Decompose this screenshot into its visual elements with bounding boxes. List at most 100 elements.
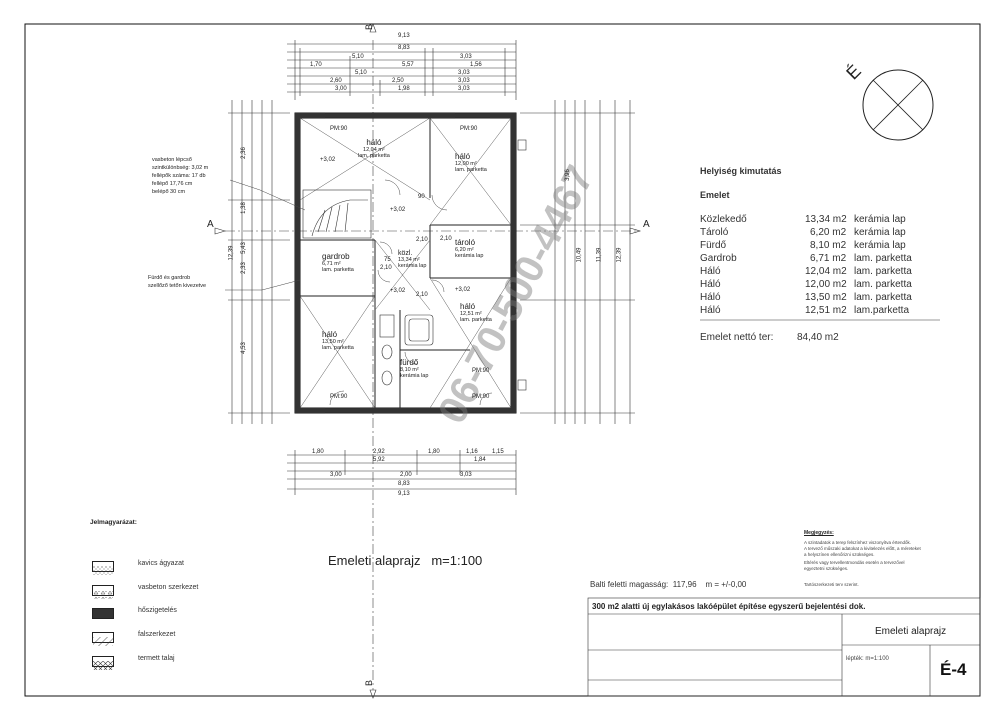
section-label-bottom: B <box>364 679 375 687</box>
wall-swatch-icon <box>92 632 114 646</box>
title-block <box>587 597 981 697</box>
room-label: közl. 13,34 m² kerámia lap <box>398 250 427 269</box>
level-marker-4: +3,02 <box>390 288 406 294</box>
staircase <box>302 189 372 239</box>
project-title: 300 m2 alatti új egylakásos lakóépület é… <box>592 602 866 611</box>
dim-bot-r3-2: 2,00 <box>400 472 412 478</box>
dim-bot-r1-1: 2,92 <box>373 449 385 455</box>
dim-top-r5-5: 3,03 <box>458 86 470 92</box>
dim-bot-r3-4: 3,03 <box>460 472 472 478</box>
dim-bot-r3-0: 3,00 <box>330 472 342 478</box>
door-height-2: 2,10 <box>380 265 392 271</box>
door-height-3: 2,10 <box>416 292 428 298</box>
dim-top-r2-1: 5,57 <box>402 62 414 68</box>
exterior-walls <box>294 112 517 414</box>
dim-top-r1-2: 3,03 <box>460 54 472 60</box>
dim-top-r4-4: 3,03 <box>458 78 470 84</box>
room-label: fürdő 8,10 m² kerámia lap <box>400 358 429 379</box>
left-dimension-lines <box>228 100 290 424</box>
door-width-2: 75 <box>384 257 391 263</box>
dim-left-3: 2,33 <box>240 262 247 274</box>
elevation-text: Balti feletti magasság: 117,96 m = +/-0,… <box>590 580 747 589</box>
pm-label-4: PM:90 <box>472 368 490 374</box>
notes-line: Tartószerkezeti terv szerint. <box>804 582 859 587</box>
pm-label-5: PM:90 <box>472 394 490 400</box>
sheet-title: Emeleti alaprajz <box>875 626 947 637</box>
section-arrow-top <box>369 23 377 33</box>
dim-left-2: 5,43 <box>240 242 247 254</box>
soil-swatch-icon <box>92 656 114 670</box>
stair-annotation: vasbeton lépcső szintkülönbség: 3,02 m f… <box>152 157 209 195</box>
dim-left-total: 12,39 <box>228 245 235 261</box>
vent-mark <box>517 379 527 391</box>
dim-top-total: 9,13 <box>398 33 410 39</box>
notes-line: A szintadatok a terep felszínhez viszony… <box>804 540 912 545</box>
sheet-scale: lépték: m=1:100 <box>846 656 889 662</box>
door-height-4: 2,10 <box>440 236 452 242</box>
dim-top-inner: 8,83 <box>398 45 410 51</box>
notes-line: A tervező műszaki adatokat a kivitelezés… <box>804 546 921 551</box>
legend-item-wall: falszerkezet <box>92 631 282 646</box>
sheet-number: É-4 <box>940 660 967 679</box>
top-dimension-lines <box>287 40 517 100</box>
dim-top-r4-2: 2,50 <box>392 78 404 84</box>
room-label: háló 12,51 m² lam. parketta <box>460 302 492 323</box>
legend-title: Jelmagyarázat: <box>90 519 137 526</box>
dim-bot-r1-3: 1,16 <box>466 449 478 455</box>
dim-top-r5-1: 3,00 <box>335 86 347 92</box>
schedule-title: Helyiség kimutatás <box>700 166 782 176</box>
dim-top-r1-0: 5,10 <box>352 54 364 60</box>
level-marker-3: +3,02 <box>455 287 471 293</box>
dim-left-4: 4,53 <box>240 342 247 354</box>
dim-bot-r1-2: 1,80 <box>428 449 440 455</box>
dim-bot-total: 9,13 <box>398 491 410 497</box>
legend-item-concrete: vasbeton szerkezet <box>92 584 282 599</box>
vent-annotation: Fürdő és gardrob szellőző tetőn kivezetv… <box>148 275 207 289</box>
plan-title: Emeleti alaprajz m=1:100 <box>328 553 483 568</box>
dim-right-2: 11,39 <box>596 247 603 263</box>
dim-right-0: 3,96 <box>564 169 571 181</box>
pm-label-3: PM:90 <box>330 394 348 400</box>
level-marker-2: +3,02 <box>390 207 406 213</box>
section-arrow-bottom <box>369 689 377 699</box>
sheet-frame <box>24 23 981 697</box>
room-diagonals <box>299 117 512 409</box>
notes-title: Megjegyzés: <box>804 530 834 536</box>
north-arrow-icon <box>862 69 934 141</box>
level-marker-1: +3,02 <box>320 157 336 163</box>
door-swings <box>329 179 493 406</box>
dim-top-r3-3: 3,03 <box>458 70 470 76</box>
dim-left-0: 2,36 <box>240 147 247 159</box>
section-label-top: B <box>364 23 375 31</box>
schedule-total-label: Emelet nettó ter: <box>700 332 774 343</box>
room-label: háló 12,04 m² lam. parketta <box>358 138 390 159</box>
insulation-swatch-icon <box>92 608 114 619</box>
door-height-1: 2,10 <box>416 237 428 243</box>
dim-bot-r1-4: 1,15 <box>492 449 504 455</box>
gravel-swatch-icon <box>92 561 114 575</box>
bottom-dimension-lines <box>287 450 517 495</box>
room-label: háló 12,00 m² lam. parketta <box>455 152 487 173</box>
section-label-right: A <box>643 219 650 230</box>
bathroom-fixtures <box>379 314 434 386</box>
notes-line: Eltérés vagy tervellentmondás esetén a t… <box>804 560 905 565</box>
pm-label-2: PM:90 <box>460 126 478 132</box>
dim-bot-r2-3: 1,84 <box>474 457 486 463</box>
dim-top-r5-3: 1,98 <box>398 86 410 92</box>
concrete-swatch-icon <box>92 585 114 599</box>
room-label: tároló 6,20 m² kerámia lap <box>455 238 484 259</box>
notes-line: a helyszínen ellenőrizni szükséges. <box>804 552 875 557</box>
stair-note-leader <box>229 179 306 211</box>
interior-walls <box>300 118 511 408</box>
section-arrow-right <box>629 227 642 235</box>
